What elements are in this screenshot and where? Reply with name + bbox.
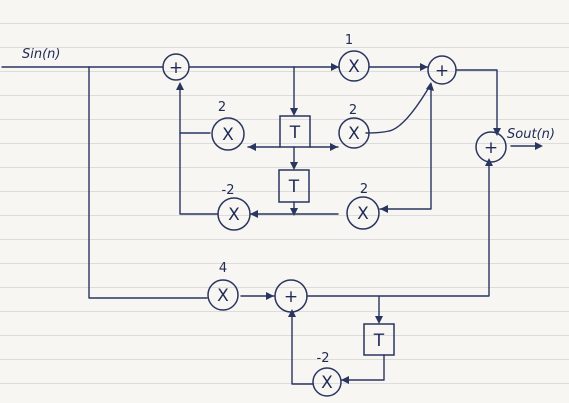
gain-label-top-forward: 1 xyxy=(345,33,353,48)
delay-bottom: T xyxy=(363,323,395,356)
gain-label-left-lower: -2 xyxy=(222,183,235,198)
multiplier-symbol: X xyxy=(217,286,229,306)
output-signal-label: Sout(n) xyxy=(507,127,555,142)
adder-symbol: + xyxy=(435,61,449,81)
gain-label-right-upper: 2 xyxy=(349,103,357,118)
signal-wires xyxy=(1,66,541,385)
multiplier-symbol: X xyxy=(348,124,360,144)
arrowheads xyxy=(176,63,543,384)
delay-symbol: T xyxy=(373,331,385,351)
gain-label-left-upper: 2 xyxy=(218,100,226,115)
multiplier-symbol: X xyxy=(348,57,360,77)
adder-bottom: + xyxy=(274,279,308,313)
adder-symbol: + xyxy=(484,138,498,158)
multiplier-symbol: X xyxy=(357,204,369,224)
multiplier-symbol: X xyxy=(222,125,234,145)
delay-symbol: T xyxy=(289,123,301,143)
multiplier-right-lower: X xyxy=(346,196,380,230)
multiplier-symbol: X xyxy=(321,373,333,393)
gain-label-lower-input: 4 xyxy=(219,261,227,276)
input-signal-label: Sin(n) xyxy=(22,47,61,62)
delay-middle: T xyxy=(278,169,310,203)
multiplier-left-upper: X xyxy=(211,117,245,151)
multiplier-top-forward: X xyxy=(338,50,370,82)
multiplier-left-lower: X xyxy=(217,197,251,231)
adder-input: + xyxy=(162,53,190,81)
adder-symbol: + xyxy=(284,287,298,307)
adder-output: + xyxy=(475,131,507,163)
adder-top-right: + xyxy=(427,55,457,85)
multiplier-right-upper: X xyxy=(338,117,370,149)
gain-label-right-lower: 2 xyxy=(360,182,368,197)
multiplier-lower-input: X xyxy=(207,279,239,311)
multiplier-symbol: X xyxy=(228,205,240,225)
gain-label-bottom-feedback: -2 xyxy=(317,351,330,366)
adder-symbol: + xyxy=(169,58,183,78)
delay-symbol: T xyxy=(288,177,300,197)
multiplier-bottom-feedback: X xyxy=(312,367,342,397)
delay-upper: T xyxy=(279,115,311,148)
